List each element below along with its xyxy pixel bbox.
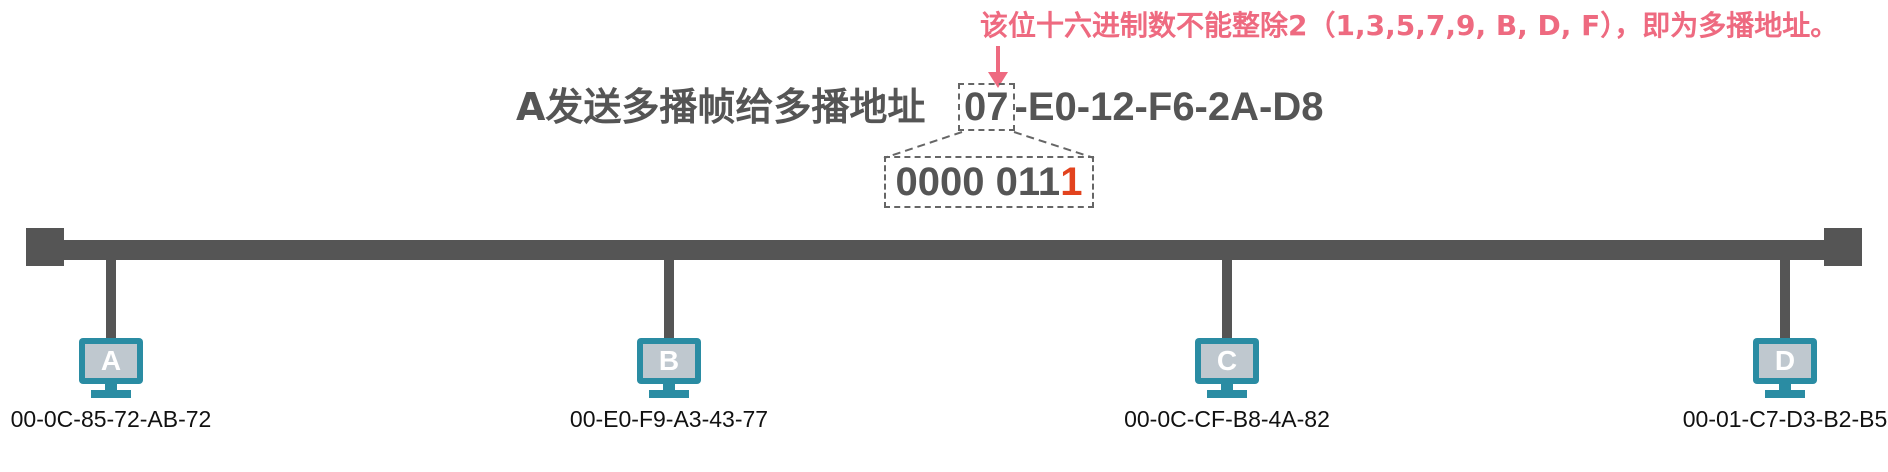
mac-first-byte: 07 [958,83,1015,131]
monitor-stand [1779,384,1791,390]
bus-terminator-right [1824,228,1862,266]
monitor-screen: B [637,338,701,384]
binary-multicast-bit: 1 [1060,159,1083,204]
computer-icon[interactable]: B [637,338,701,398]
monitor-stand [1221,384,1233,390]
monitor-screen: C [1195,338,1259,384]
computer-icon[interactable]: C [1195,338,1259,398]
computer-icon[interactable]: A [79,338,143,398]
host-mac-c: 00-0C-CF-B8-4A-82 [1124,406,1330,432]
monitor-base [91,390,131,398]
monitor-stand [663,384,675,390]
monitor-base [1207,390,1247,398]
multicast-rule-note: 该位十六进制数不能整除2（1,3,5,7,9, B, D, F），即为多播地址。 [980,9,1839,42]
drop-line-d [1780,258,1790,342]
drop-line-c [1222,258,1232,342]
host-mac-a: 00-0C-85-72-AB-72 [10,406,212,432]
binary-prefix: 0000 011 [895,159,1061,204]
monitor-base [1765,390,1805,398]
host-label: A [85,344,137,378]
computer-icon[interactable]: D [1753,338,1817,398]
monitor-stand [105,384,117,390]
monitor-screen: A [79,338,143,384]
host-label: D [1759,344,1811,378]
monitor-base [649,390,689,398]
multicast-mac-address: 07 -E0-12-F6-2A-D8 [958,82,1323,132]
host-mac-b: 00-E0-F9-A3-43-77 [569,406,769,432]
host-label: C [1201,344,1253,378]
diagram-title: A发送多播帧给多播地址 [516,85,926,129]
drop-line-b [664,258,674,342]
monitor-screen: D [1753,338,1817,384]
drop-line-a [106,258,116,342]
host-mac-d: 00-01-C7-D3-B2-B5 [1682,406,1888,432]
ethernet-bus [26,240,1862,260]
host-label: B [643,344,695,378]
note-arrow-shaft [996,46,1000,76]
bus-terminator-left [26,228,64,266]
mac-remaining-bytes: -E0-12-F6-2A-D8 [1014,85,1324,129]
